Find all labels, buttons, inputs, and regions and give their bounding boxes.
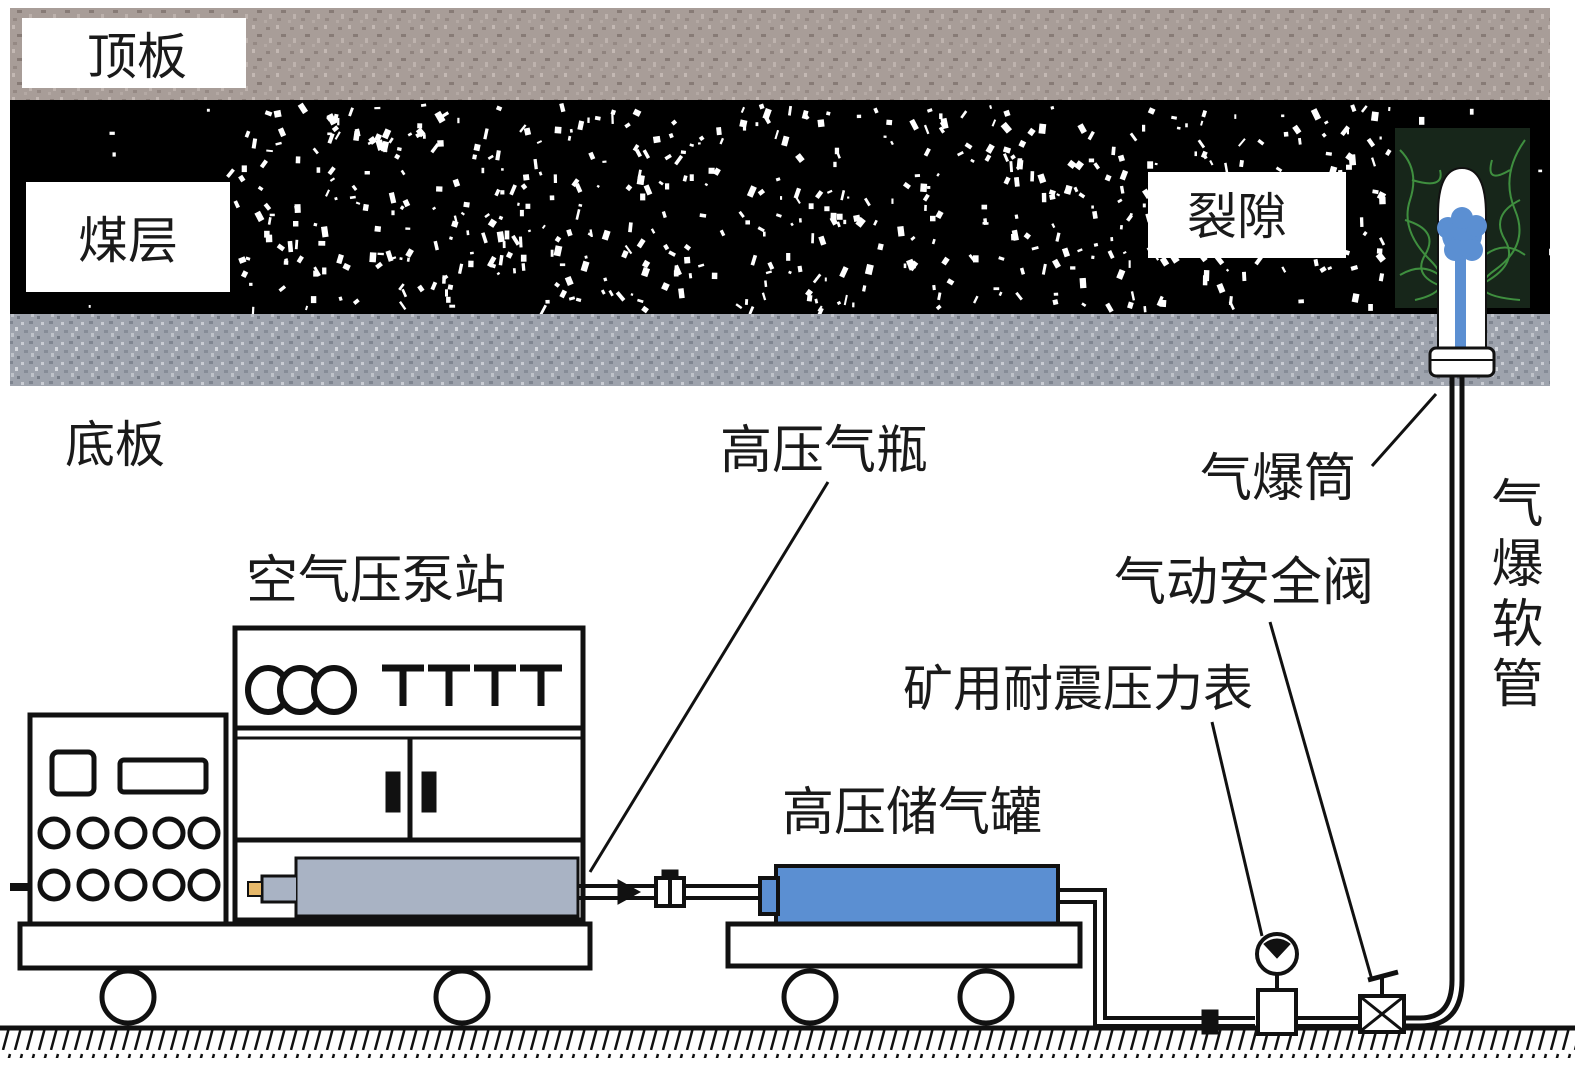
blast-tube [1428,166,1496,378]
blast-tube-label: 气爆筒 [1200,449,1356,509]
coal-seam-label: 煤层 [78,212,178,270]
storage-tank-label: 高压储气罐 [782,783,1042,843]
floor-stratum [10,314,1550,386]
floor-label: 底板 [65,416,165,474]
pressure-gauge-icon [1255,932,1299,1036]
bottle-to-tank-pipe [578,869,760,908]
hp-bottle-label: 高压气瓶 [720,421,928,481]
pump-station [10,625,593,1026]
coal-specks [88,102,1553,318]
storage-tank [725,864,1083,1026]
safety-valve-label: 气动安全阀 [1114,553,1374,613]
pump-station-label: 空气压泵站 [246,551,506,611]
pressure-gauge-label: 矿用耐震压力表 [903,660,1253,718]
ground [0,1025,1575,1058]
roof-stratum [10,8,1550,100]
leader-lines [588,393,1438,981]
fracture-label: 裂隙 [1187,188,1287,246]
roof-label: 顶板 [87,28,187,86]
pipeline [1058,376,1465,1035]
valve-icon [1358,969,1406,1034]
blast-hose-label: 气爆软管 [1482,476,1542,716]
